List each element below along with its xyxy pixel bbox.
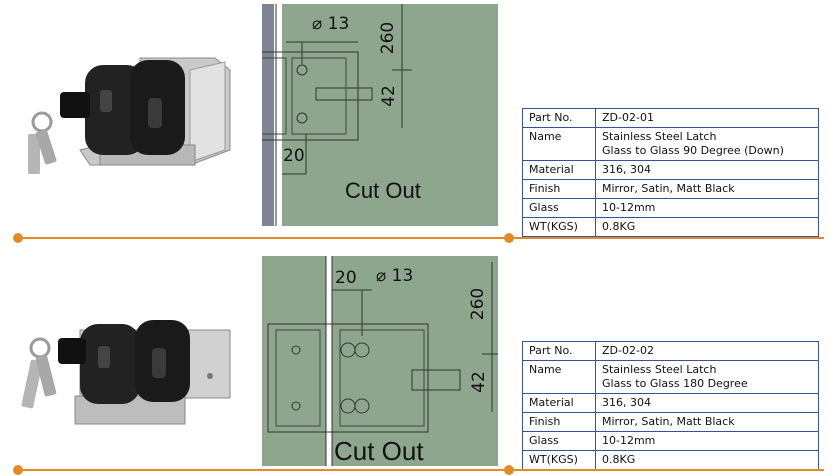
spec-row: WT(KGS)0.8KG — [522, 450, 819, 470]
divider-dot-mid-2 — [504, 465, 514, 475]
edge-label-1: 20 — [283, 146, 305, 166]
spec-row: Part No.ZD-02-02 — [522, 341, 819, 361]
section-divider-2 — [18, 469, 824, 471]
edge-label-2: 20 — [335, 268, 357, 288]
divider-dot-left-2 — [13, 465, 23, 475]
height-label-1: 260 — [378, 21, 399, 55]
diameter-label-1: ⌀ 13 — [312, 14, 350, 34]
latch-photo-1 — [28, 57, 231, 174]
spec-row: WT(KGS)0.8KG — [522, 217, 819, 237]
section-divider-1 — [18, 237, 824, 239]
latch-photo-2 — [21, 320, 231, 425]
diameter-label-2: ⌀ 13 — [376, 266, 414, 286]
divider-dot-left-1 — [13, 233, 23, 243]
divider-dot-mid-1 — [504, 233, 514, 243]
cutout-drawing-1 — [262, 4, 498, 226]
cut-out-label-2: Cut Out — [334, 436, 424, 466]
spec-row: Part No.ZD-02-01 — [522, 108, 819, 128]
cutout-drawing-2 — [262, 256, 498, 466]
height-label-2: 260 — [468, 287, 489, 321]
cut-out-label-1: Cut Out — [345, 178, 421, 203]
offset-label-2: 42 — [468, 371, 489, 393]
offset-label-1: 42 — [378, 85, 399, 107]
